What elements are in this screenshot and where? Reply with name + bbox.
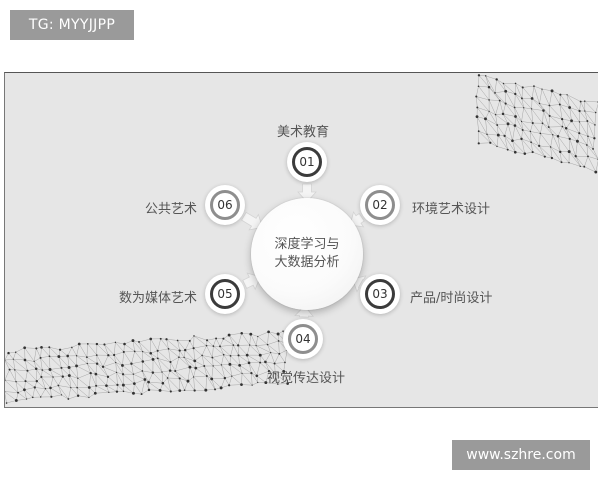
center-hub-line-2: 大数据分析 <box>274 255 340 270</box>
network-pattern-top-right <box>475 74 598 174</box>
node-03-label: 产品/时尚设计 <box>410 291 493 306</box>
connector-arrow <box>297 183 317 203</box>
node-03-number: 03 <box>365 279 395 309</box>
node-01: 01 <box>287 142 327 182</box>
center-hub: 深度学习与 大数据分析 <box>251 198 363 310</box>
slide: 深度学习与 大数据分析 01 美术教育 02 环境艺术设计 03 产品/时尚设计… <box>4 72 598 408</box>
node-03: 03 <box>360 274 400 314</box>
network-pattern-bottom-left <box>5 330 291 404</box>
center-hub-line-1: 深度学习与 <box>274 237 340 252</box>
node-04: 04 <box>283 319 323 359</box>
watermark: www.szhre.com <box>452 440 590 470</box>
node-04-label: 视觉传达设计 <box>267 371 346 386</box>
node-05-label: 数为媒体艺术 <box>119 291 198 306</box>
node-01-label: 美术教育 <box>277 125 330 140</box>
node-02-label: 环境艺术设计 <box>412 202 491 217</box>
node-05-number: 05 <box>210 279 240 309</box>
node-06-number: 06 <box>210 190 240 220</box>
tag-badge: TG: MYYJJPP <box>10 10 134 40</box>
node-06-label: 公共艺术 <box>145 202 198 217</box>
node-05: 05 <box>205 274 245 314</box>
node-06: 06 <box>205 185 245 225</box>
node-02: 02 <box>360 185 400 225</box>
node-04-number: 04 <box>288 324 318 354</box>
network-decoration <box>5 74 598 404</box>
node-01-number: 01 <box>292 147 322 177</box>
node-02-number: 02 <box>365 190 395 220</box>
connector-arrow <box>294 305 314 318</box>
